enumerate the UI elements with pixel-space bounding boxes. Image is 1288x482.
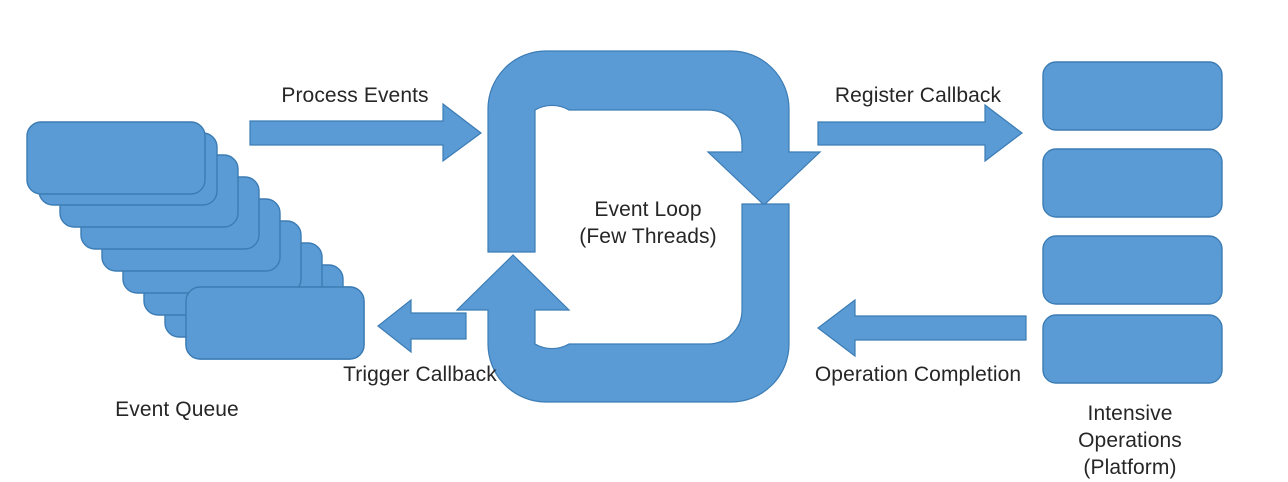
operation-bar [1042,61,1223,131]
process-events-arrow[interactable] [249,102,483,163]
trigger-callback-arrow[interactable] [377,298,467,354]
event-queue-label: Event Queue [115,398,239,421]
operation-bar [1042,314,1223,384]
intensive-operations-bars[interactable] [1042,61,1223,384]
event-loop-label: Event Loop (Few Threads) [579,198,717,248]
operation-completion-arrow[interactable] [817,298,1027,358]
operation-bar [1042,235,1223,305]
event-queue-stack[interactable] [26,121,365,360]
operation-bar [1042,148,1223,218]
edge-label-register-callback: Register Callback [834,84,1002,107]
edge-label-trigger-callback: Trigger Callback [343,363,497,386]
event-loop-ring[interactable] [455,50,822,403]
edge-label-process-events: Process Events [281,84,429,107]
register-callback-arrow[interactable] [817,103,1023,163]
intensive-operations-label: Intensive Operations (Platform) [1078,402,1182,479]
edge-label-operation-completion: Operation Completion [814,363,1022,386]
